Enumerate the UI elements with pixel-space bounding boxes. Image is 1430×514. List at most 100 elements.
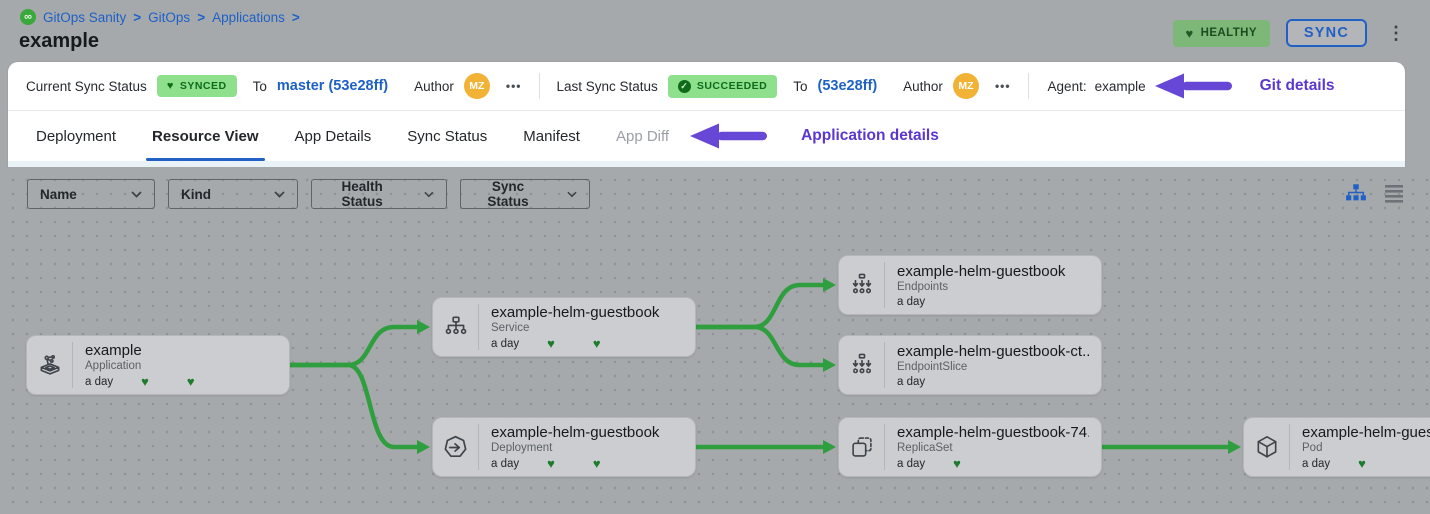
panel-bottom-strip xyxy=(8,161,1405,168)
chevron-down-icon xyxy=(424,191,434,197)
endpointslice-icon xyxy=(839,336,884,394)
breadcrumb-link-applications[interactable]: Applications xyxy=(212,9,285,25)
node-title: example-helm-guest xyxy=(1302,424,1430,441)
health-heart-icon: ♥ xyxy=(592,456,601,471)
last-commit-link[interactable]: (53e28ff) xyxy=(817,78,878,94)
node-title: example-helm-guestbook xyxy=(897,262,1066,280)
breadcrumb: ∞ GitOps Sanity > GitOps > Applications … xyxy=(20,9,300,25)
more-options-icon[interactable]: ••• xyxy=(505,79,522,93)
filter-label: Kind xyxy=(181,186,211,202)
tab-deployment[interactable]: Deployment xyxy=(36,127,117,145)
node-meta: a day xyxy=(897,296,1089,308)
edge-arrowhead-icon xyxy=(823,358,836,372)
resource-node-deployment[interactable]: example-helm-guestbook Deployment a day♥… xyxy=(432,417,696,477)
edge-arrowhead-icon xyxy=(417,320,430,334)
node-age: a day xyxy=(897,457,926,470)
filter-bar: Name Kind Health Status Sync Status xyxy=(27,179,590,209)
health-heart-icon: ♥ xyxy=(592,336,601,351)
resource-node-endpoints[interactable]: example-helm-guestbook Endpoints a day xyxy=(838,255,1102,315)
application-details-annotation-text: Application details xyxy=(801,127,939,144)
node-body: example-helm-guestbook-74... ReplicaSet … xyxy=(884,424,1101,470)
tab-app-details[interactable]: App Details xyxy=(294,127,372,145)
chevron-down-icon xyxy=(131,190,142,198)
health-heart-icon: ♥ xyxy=(186,374,195,389)
node-meta: a day xyxy=(897,376,1089,388)
filter-kind-dropdown[interactable]: Kind xyxy=(168,179,298,209)
resource-node-pod[interactable]: example-helm-guest Pod a day♥ xyxy=(1243,417,1430,477)
node-body: example-helm-guest Pod a day♥ xyxy=(1289,424,1430,470)
breadcrumb-separator: > xyxy=(133,9,142,25)
node-age: a day xyxy=(491,457,520,470)
tab-resource-view[interactable]: Resource View xyxy=(134,111,276,161)
synced-badge: ♥ SYNCED xyxy=(156,75,237,97)
tab-app-diff[interactable]: App Diff xyxy=(615,127,670,145)
node-meta: a day♥♥ xyxy=(491,457,683,470)
breadcrumb-link-gitops[interactable]: GitOps xyxy=(148,9,191,25)
resource-edge xyxy=(693,324,825,368)
author-label: Author xyxy=(903,78,943,94)
to-label: To xyxy=(252,78,267,94)
endpoints-icon xyxy=(839,256,884,314)
application-icon xyxy=(27,336,72,394)
replicaset-icon xyxy=(839,418,884,476)
node-body: example-helm-guestbook Endpoints a day xyxy=(884,262,1101,308)
node-meta: a day ♥ xyxy=(897,457,1089,470)
git-details-annotation-text: Git details xyxy=(1259,77,1335,94)
tab-sync-status[interactable]: Sync Status xyxy=(407,127,488,145)
node-title: example xyxy=(85,342,142,359)
node-title: example-helm-guestbook-74... xyxy=(897,424,1089,441)
resource-node-endpointslice[interactable]: example-helm-guestbook-ct... EndpointSli… xyxy=(838,335,1102,395)
sync-status-bar: Current Sync Status ♥ SYNCED To master (… xyxy=(8,62,1405,111)
node-meta: a day♥ xyxy=(1302,457,1430,470)
current-commit-link[interactable]: master (53e28ff) xyxy=(276,78,389,94)
heart-icon: ♥ xyxy=(166,79,174,92)
succeeded-badge: ✓ SUCCEEDED xyxy=(667,74,778,98)
author-avatar[interactable]: MZ xyxy=(463,73,490,99)
node-age: a day xyxy=(897,295,926,308)
resource-edge xyxy=(287,362,419,450)
git-details-annotation: Git details xyxy=(1154,72,1335,100)
node-body: example-helm-guestbook Service a day♥♥ xyxy=(478,304,695,350)
resource-node-replicaset[interactable]: example-helm-guestbook-74... ReplicaSet … xyxy=(838,417,1102,477)
current-sync-status-label: Current Sync Status xyxy=(26,78,147,94)
node-title: example-helm-guestbook xyxy=(491,304,660,321)
node-age: a day xyxy=(85,375,114,388)
agent-label: Agent: xyxy=(1047,78,1087,94)
node-kind: EndpointSlice xyxy=(897,360,968,373)
breadcrumb-link-gitops-sanity[interactable]: GitOps Sanity xyxy=(43,9,127,25)
health-heart-icon: ♥ xyxy=(953,456,961,471)
resource-node-application[interactable]: example Application a day♥♥ xyxy=(26,335,290,395)
resource-node-service[interactable]: example-helm-guestbook Service a day♥♥ xyxy=(432,297,696,357)
agent-value: example xyxy=(1094,78,1146,94)
pod-icon xyxy=(1244,418,1289,476)
view-toggles xyxy=(1345,183,1404,203)
filter-label: Health Status xyxy=(341,179,383,209)
breadcrumb-separator: > xyxy=(291,9,300,25)
filter-name-dropdown[interactable]: Name xyxy=(27,179,155,209)
tree-view-icon[interactable] xyxy=(1345,183,1367,203)
tab-manifest[interactable]: Manifest xyxy=(523,127,580,145)
node-kind: ReplicaSet xyxy=(897,442,953,454)
filter-label: Sync Status xyxy=(487,179,529,209)
health-heart-icon: ♥ xyxy=(141,374,149,389)
sync-button[interactable]: SYNC xyxy=(1285,19,1367,47)
edge-arrowhead-icon xyxy=(1228,440,1241,454)
filter-label: Name xyxy=(40,186,77,202)
author-avatar[interactable]: MZ xyxy=(952,73,979,99)
heart-icon: ♥ xyxy=(1185,25,1194,41)
node-body: example-helm-guestbook Deployment a day♥… xyxy=(478,424,695,470)
filter-sync-status-dropdown[interactable]: Sync Status xyxy=(460,179,590,209)
list-view-icon[interactable] xyxy=(1384,184,1404,203)
vertical-divider xyxy=(538,73,540,99)
node-age: a day xyxy=(897,375,926,388)
chevron-down-icon xyxy=(567,191,577,197)
vertical-divider xyxy=(1027,73,1029,99)
to-label: To xyxy=(793,78,808,94)
kebab-menu-icon[interactable]: ⋮ xyxy=(1387,23,1405,43)
node-body: example-helm-guestbook-ct... EndpointSli… xyxy=(884,342,1101,388)
more-options-icon[interactable]: ••• xyxy=(994,79,1011,93)
purple-arrow-left-icon xyxy=(690,123,768,149)
filter-health-status-dropdown[interactable]: Health Status xyxy=(311,179,447,209)
health-heart-icon: ♥ xyxy=(547,336,555,351)
